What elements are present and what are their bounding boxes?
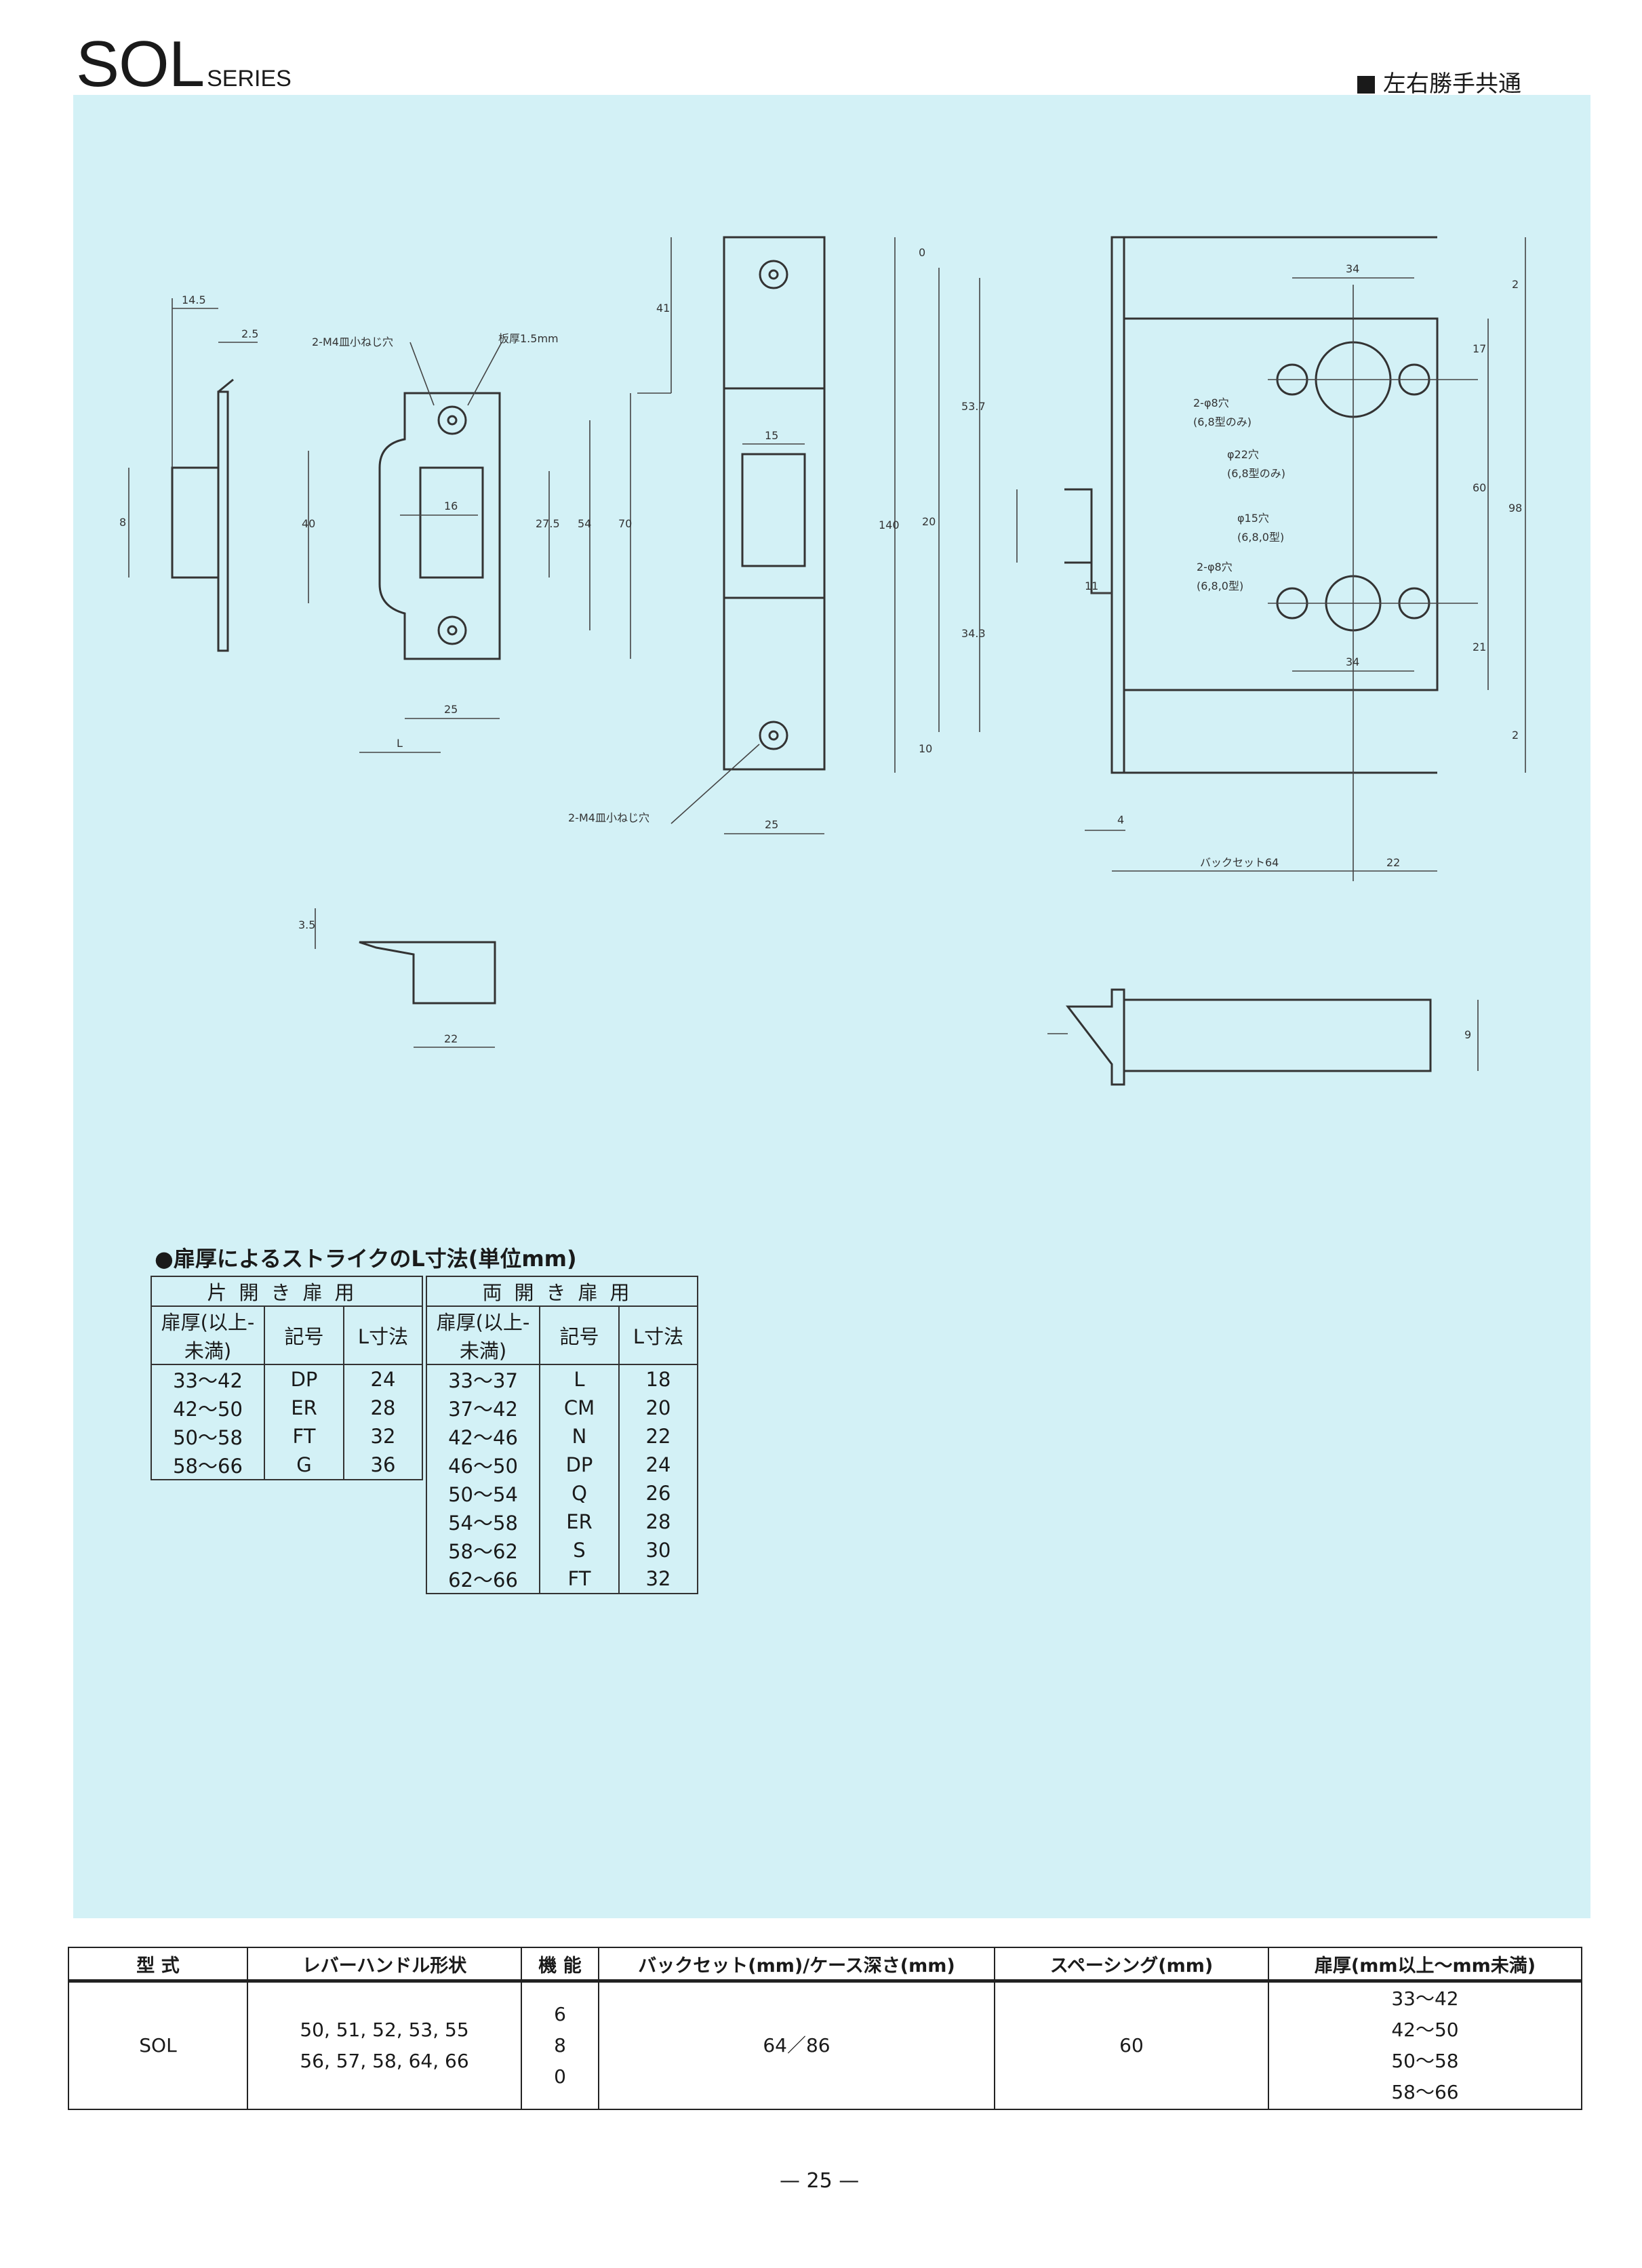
dim-2-bottom: 2 [1512, 729, 1519, 742]
dim-22-case: 22 [1386, 856, 1400, 869]
dim-L: L [397, 737, 403, 750]
strike-front-view: 40 16 27.5 54 70 25 L 2-M4皿小ねじ穴 板厚1.5mm [302, 332, 632, 753]
dim-10: 10 [919, 742, 932, 755]
latch-bolt-view: 9 [1047, 988, 1479, 1086]
single-col-code: 記号 [264, 1305, 344, 1365]
single-col-l: L寸法 [343, 1305, 423, 1365]
dim-14-5: 14.5 [182, 293, 206, 306]
spec-col-spacing: スペーシング(mm) [994, 1947, 1269, 1983]
dim-140: 140 [879, 519, 900, 531]
spec-col-function: 機 能 [521, 1947, 599, 1983]
spec-table: 型 式 レバーハンドル形状 機 能 バックセット(mm)/ケース深さ(mm) ス… [68, 1947, 1582, 2110]
label-front-screw: 2-M4皿小ねじ穴 [568, 811, 649, 824]
dim-0: 0 [919, 246, 925, 259]
spec-model: SOL [68, 1980, 248, 2110]
dim-20: 20 [922, 515, 936, 528]
single-col-thickness: 扉厚(以上-未満) [151, 1305, 265, 1365]
spec-door-thickness: 33～42 42～50 50～58 58～66 [1268, 1980, 1582, 2110]
dim-34-3: 34.3 [961, 627, 986, 640]
table-row: SOL 50, 51, 52, 53, 55 56, 57, 58, 64, 6… [68, 1980, 1582, 2110]
label-hole-8-bottom-note: (6,8,0型) [1197, 580, 1243, 592]
label-hole-22-note: (6,8型のみ) [1227, 467, 1285, 480]
page-number: — 25 — [780, 2169, 860, 2193]
label-hole-8-bottom: 2-φ8穴 [1197, 561, 1233, 573]
dim-41: 41 [656, 302, 670, 315]
dim-3-5: 3.5 [298, 918, 315, 931]
dim-15: 15 [765, 429, 778, 442]
dim-21: 21 [1473, 641, 1486, 653]
dim-60: 60 [1473, 481, 1486, 494]
dim-25-front: 25 [765, 818, 778, 831]
spec-spacing: 60 [994, 1980, 1269, 2110]
spec-handle-shapes: 50, 51, 52, 53, 55 56, 57, 58, 64, 66 [247, 1980, 522, 2110]
strike-side-view: 14.5 2.5 8 [119, 293, 258, 652]
dim-11: 11 [1085, 580, 1098, 592]
dim-25-strike: 25 [444, 703, 458, 716]
common-note: 左右勝手共通 [1357, 65, 1521, 98]
label-backset: バックセット64 [1200, 856, 1279, 869]
dim-2-top: 2 [1512, 278, 1519, 291]
dim-98: 98 [1508, 502, 1522, 514]
strike-table-title: ●扉厚によるストライクのL寸法(単位mm) [155, 1246, 577, 1272]
dim-8: 8 [119, 516, 126, 529]
dim-16: 16 [444, 500, 458, 512]
dim-70: 70 [618, 517, 632, 530]
single-group-header: 片開き扉用 [151, 1276, 423, 1307]
square-bullet-icon [1357, 76, 1375, 94]
series-suffix: SERIES [207, 66, 292, 92]
double-group-header: 両開き扉用 [426, 1276, 698, 1307]
label-hole-22: φ22穴 [1227, 448, 1259, 461]
spec-functions: 6 8 0 [521, 1980, 599, 2110]
label-hole-8-top: 2-φ8穴 [1193, 397, 1229, 409]
front-plate-view: 41 15 25 2-M4皿小ねじ穴 [568, 236, 826, 834]
dim-22-lip: 22 [444, 1032, 458, 1045]
label-hole-15: φ15穴 [1237, 512, 1269, 525]
dim-40: 40 [302, 517, 315, 530]
label-plate-thickness: 板厚1.5mm [498, 332, 559, 345]
dim-54: 54 [578, 517, 591, 530]
spec-backset-case: 64／86 [598, 1980, 995, 2110]
dim-34-top: 34 [1346, 262, 1359, 275]
strike-lip-view: 3.5 22 [298, 908, 496, 1048]
double-col-code: 記号 [539, 1305, 620, 1365]
dim-9: 9 [1464, 1028, 1471, 1041]
spec-col-handle: レバーハンドル形状 [247, 1947, 522, 1983]
drawing-panel [73, 95, 1590, 1918]
common-note-text: 左右勝手共通 [1383, 70, 1521, 98]
dim-2-5: 2.5 [241, 327, 258, 340]
dim-53-7: 53.7 [961, 400, 986, 413]
spec-col-backset: バックセット(mm)/ケース深さ(mm) [598, 1947, 995, 1983]
double-col-thickness: 扉厚(以上-未満) [426, 1305, 540, 1365]
spec-col-thickness: 扉厚(mm以上～mm未満) [1268, 1947, 1582, 1983]
double-col-l: L寸法 [618, 1305, 698, 1365]
dim-17: 17 [1473, 342, 1486, 355]
lock-case-view: 140 0 53.7 20 34.3 10 11 34 34 17 60 98 … [879, 236, 1526, 881]
label-hole-8-top-note: (6,8型のみ) [1193, 416, 1251, 428]
label-hole-15-note: (6,8,0型) [1237, 531, 1284, 544]
dim-4: 4 [1117, 813, 1124, 826]
series-name: SOL [76, 28, 205, 100]
spec-col-model: 型 式 [68, 1947, 248, 1983]
dim-27-5: 27.5 [536, 517, 560, 530]
label-strike-screw: 2-M4皿小ねじ穴 [312, 336, 393, 348]
dim-34-bottom: 34 [1346, 655, 1359, 668]
